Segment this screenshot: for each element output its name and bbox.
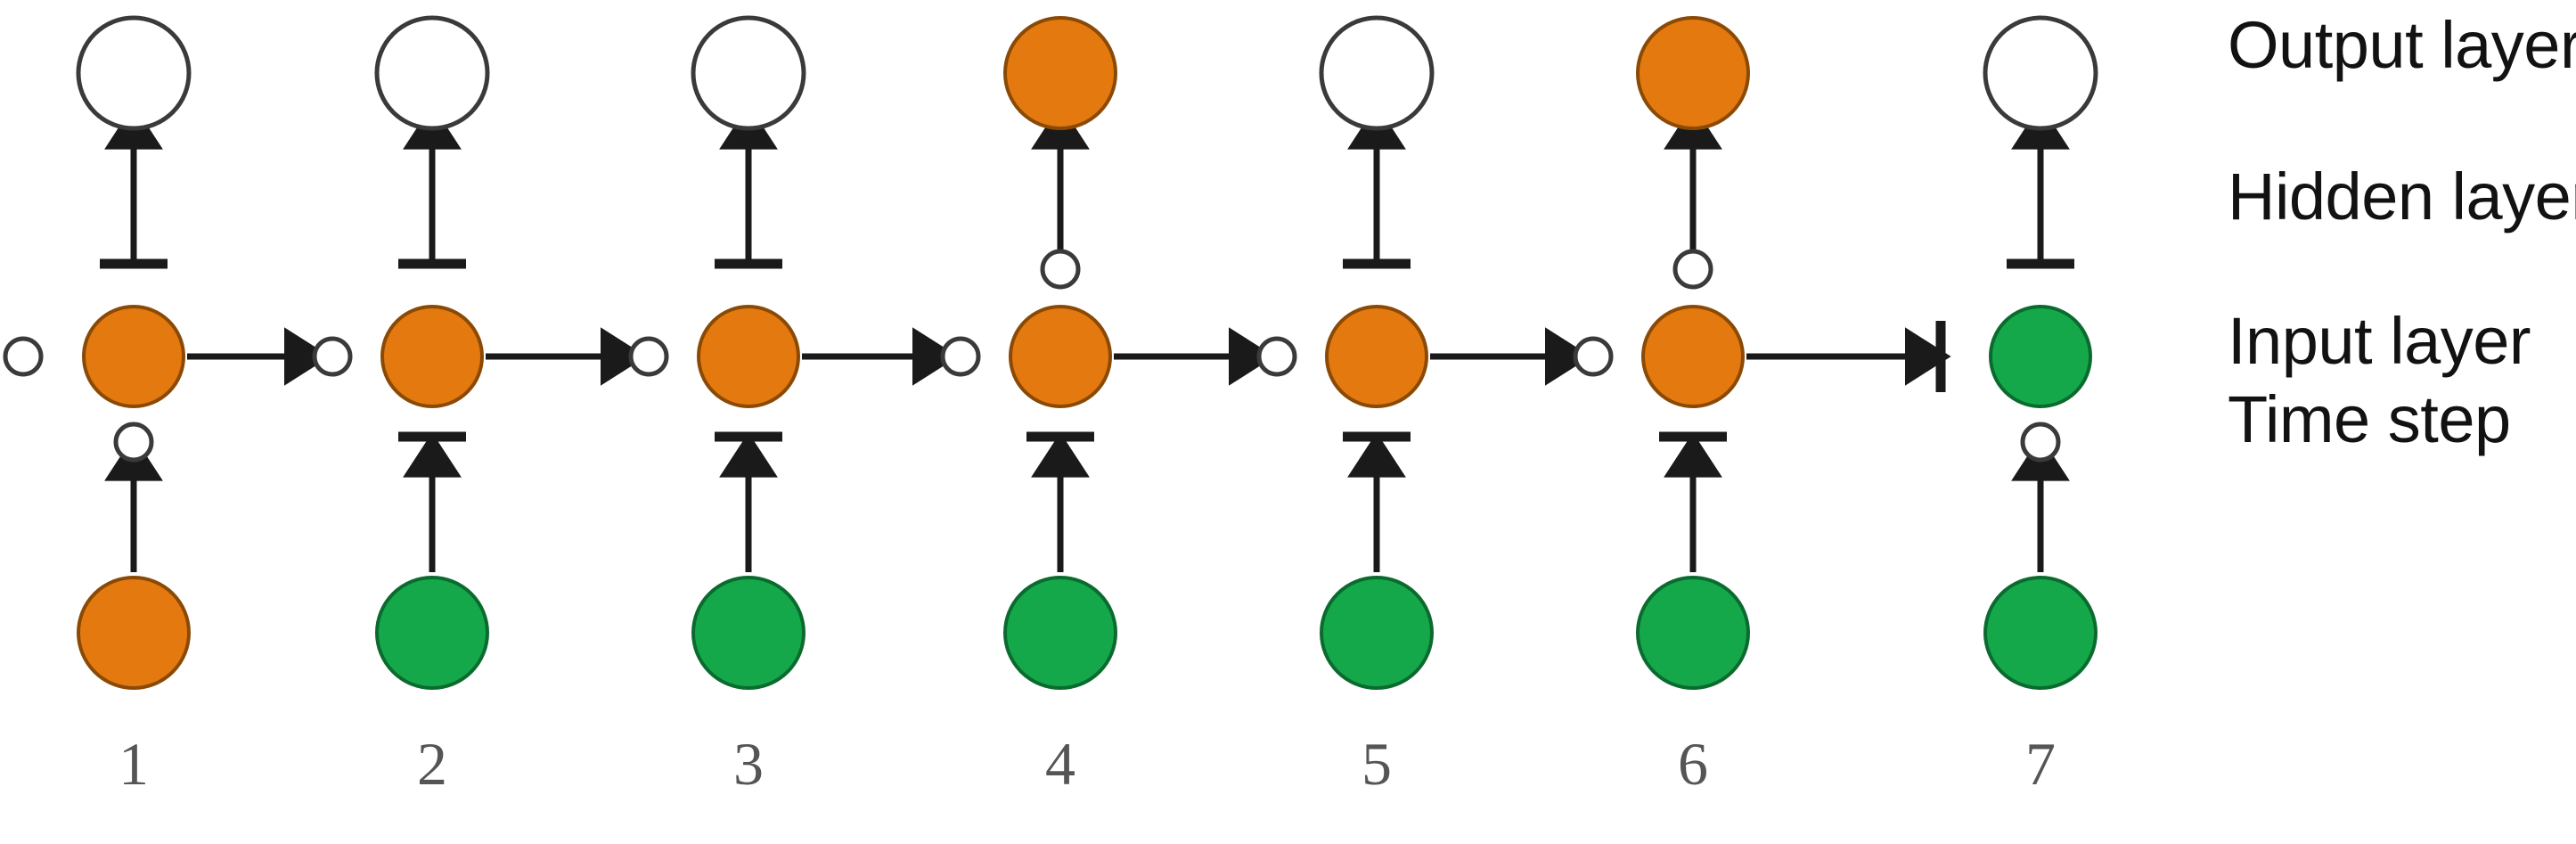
time-step-ticks: 1 2 3 4 5 6 7 <box>119 730 2056 798</box>
output-node-4 <box>1003 16 1117 130</box>
edges-layer <box>3 104 2074 572</box>
hidden-node-2 <box>380 305 484 408</box>
gate-circle-recurrent-in-3 <box>628 336 669 377</box>
gate-circle-recurrent-in-6 <box>1573 336 1614 377</box>
input-node-5 <box>1320 576 1434 690</box>
output-node-3 <box>691 15 806 131</box>
input-node-4 <box>1003 576 1117 690</box>
input-node-7 <box>1983 576 2098 690</box>
time-step-tick-6: 6 <box>1678 730 1708 798</box>
input-node-1 <box>77 576 191 690</box>
time-step-tick-7: 7 <box>2025 730 2056 798</box>
output-node-1 <box>76 15 192 131</box>
nodes-layer <box>76 15 2098 690</box>
time-step-tick-4: 4 <box>1045 730 1075 798</box>
input-node-6 <box>1636 576 1750 690</box>
gate-circle-recurrent-in-5 <box>1256 336 1297 377</box>
gate-circle-recurrent-in-1 <box>3 336 44 377</box>
hidden-node-3 <box>697 305 800 408</box>
hidden-node-6 <box>1641 305 1745 408</box>
output-node-6 <box>1636 16 1750 130</box>
row-label-input-layer: Input layer <box>2228 304 2531 378</box>
output-node-7 <box>1983 15 2098 131</box>
gate-circle-input-to-hidden-1 <box>113 422 154 463</box>
row-label-output-layer: Output layer <box>2228 8 2576 82</box>
gate-circle-hidden-to-output-6 <box>1672 249 1713 290</box>
time-step-tick-1: 1 <box>119 730 149 798</box>
time-step-tick-5: 5 <box>1362 730 1392 798</box>
gate-circle-recurrent-in-2 <box>312 336 353 377</box>
time-step-tick-2: 2 <box>417 730 447 798</box>
hidden-node-1 <box>82 305 185 408</box>
gate-circle-recurrent-in-4 <box>940 336 981 377</box>
hidden-node-7 <box>1989 305 2092 408</box>
row-label-hidden-layer: Hidden layer <box>2228 160 2576 234</box>
input-node-3 <box>691 576 806 690</box>
hidden-node-4 <box>1009 305 1112 408</box>
row-label-time-step: Time step <box>2228 382 2511 456</box>
gate-circle-input-to-hidden-7 <box>2020 422 2061 463</box>
gate-circle-hidden-to-output-4 <box>1040 249 1081 290</box>
output-node-5 <box>1319 15 1435 131</box>
input-node-2 <box>375 576 489 690</box>
hidden-node-5 <box>1325 305 1428 408</box>
output-node-2 <box>374 15 490 131</box>
time-step-tick-3: 3 <box>733 730 764 798</box>
